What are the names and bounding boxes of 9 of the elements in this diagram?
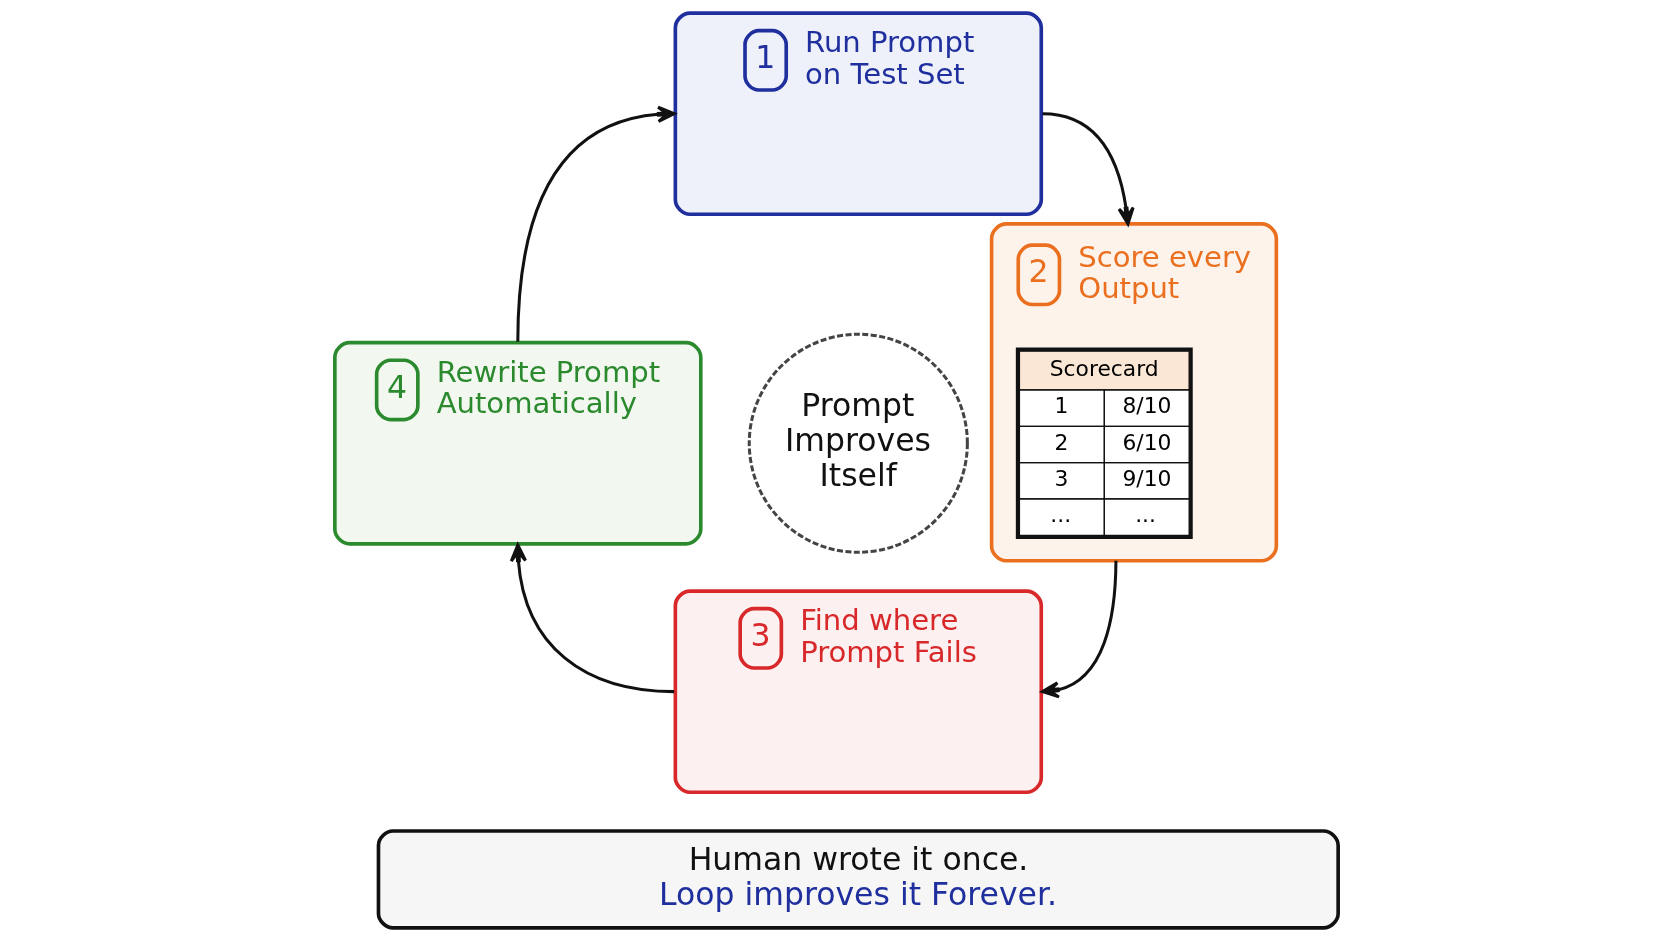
arrow: [515, 105, 676, 342]
arrow: [1041, 112, 1135, 226]
node-box: 1 Run Prompt on Test Set: [673, 11, 1043, 217]
node-box: 3 Find where Prompt Fails: [673, 589, 1043, 795]
node-circle: Prompt Improves Itself: [747, 332, 969, 554]
node-box: Human wrote it once. Loop improves it Forever.: [376, 829, 1340, 930]
node-box: 4 Rewrite Prompt Automatically: [332, 340, 703, 546]
arrow: [1040, 560, 1117, 699]
arrow: [509, 543, 674, 694]
